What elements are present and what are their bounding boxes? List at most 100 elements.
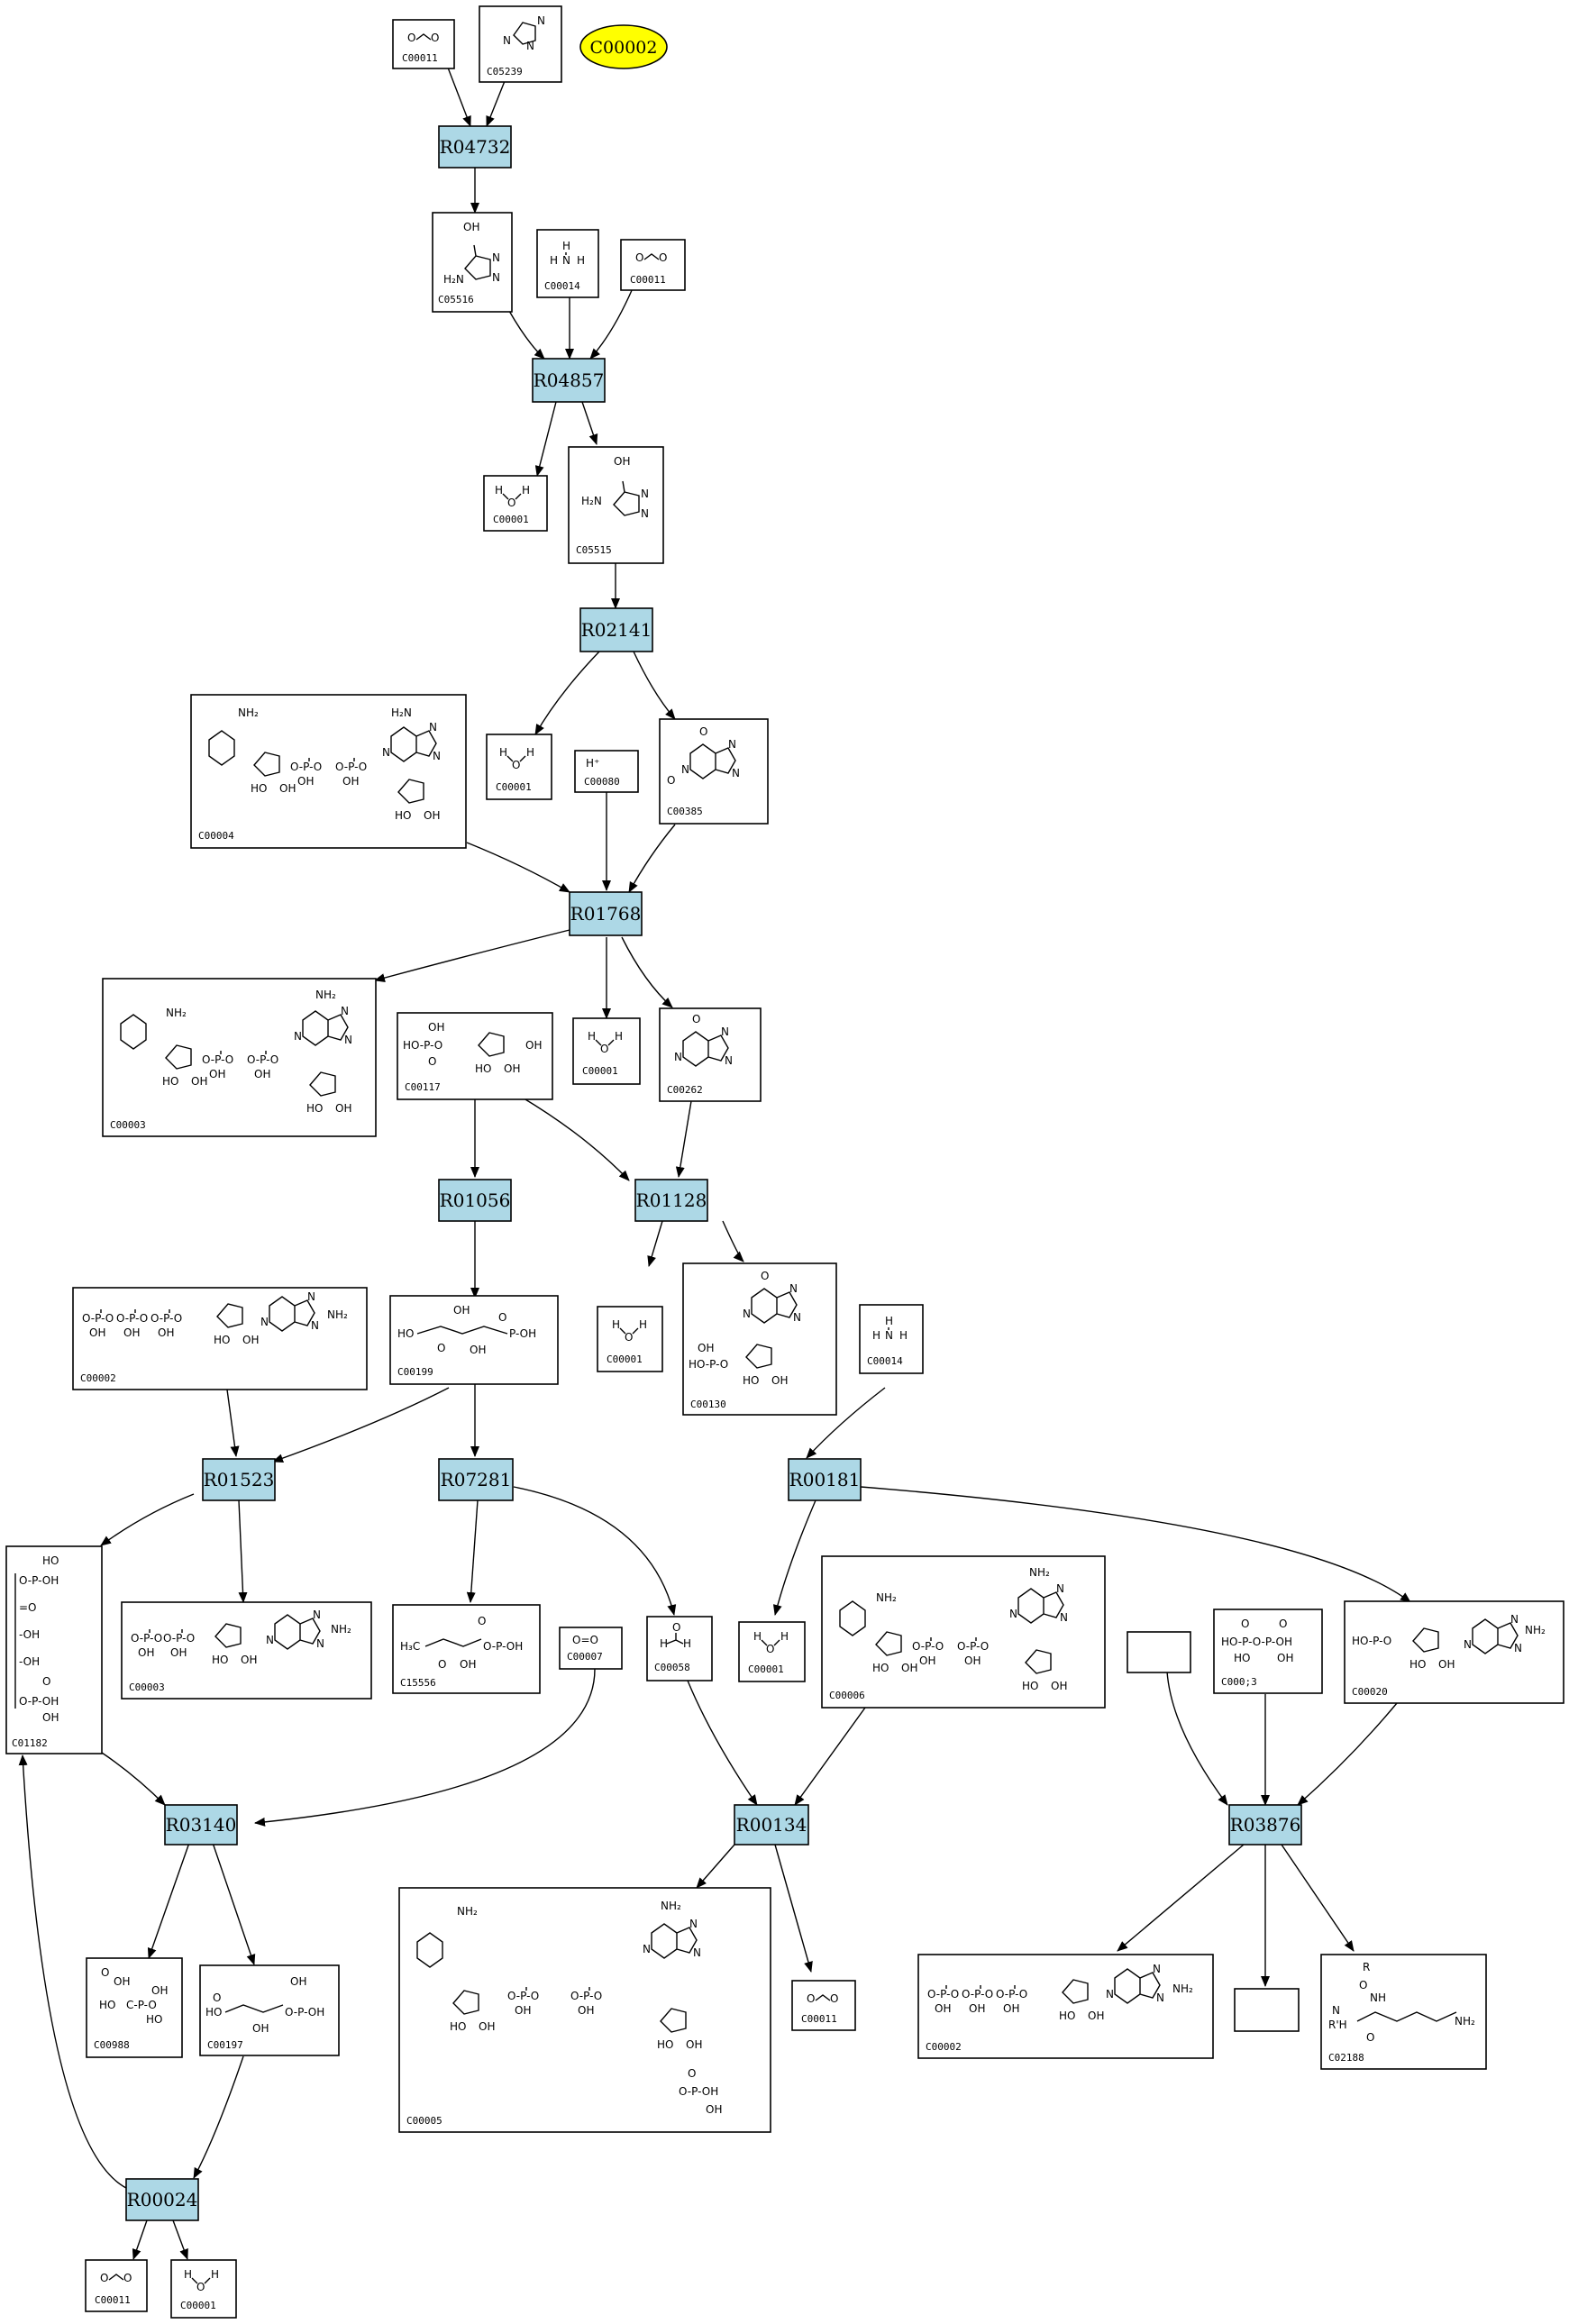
compound-node[interactable]: NH₂ NH₂ C00006 — [821, 1555, 1106, 1709]
compound-node[interactable]: NH₂ C00002 — [72, 1287, 368, 1390]
compound-node[interactable] — [1127, 1631, 1191, 1673]
svg-text:-OH: -OH — [19, 1628, 40, 1641]
edge — [447, 67, 471, 127]
svg-text:H₂N: H₂N — [581, 495, 602, 507]
compound-label: C00197 — [207, 2039, 243, 2051]
reaction-box — [202, 1458, 276, 1501]
compound-label: C000;3 — [1221, 1676, 1257, 1688]
edge — [212, 1842, 256, 1965]
compound-node[interactable]: C00001 — [572, 1017, 641, 1085]
svg-text:H₂N: H₂N — [391, 706, 412, 719]
compound-node[interactable]: O OH HO-P-O C00130 — [682, 1262, 837, 1416]
reaction-label: R04732 — [440, 136, 511, 158]
compound-node[interactable]: OH H₂N C05515 — [568, 446, 664, 564]
reaction-node[interactable]: R02141 — [579, 607, 653, 652]
compound-node[interactable]: R O NH N R'H NH₂ O C02188 — [1320, 1954, 1487, 2070]
compound-node[interactable]: C00001 — [483, 475, 548, 532]
compound-label: C00001 — [493, 514, 529, 525]
compound-node[interactable]: C00001 — [170, 2259, 237, 2319]
compound-node[interactable]: NH₂ C00002 — [917, 1954, 1214, 2059]
svg-text:O: O — [667, 774, 675, 787]
compound-node[interactable]: OH HO-P-O O OH C00117 — [397, 1012, 553, 1100]
compound-node[interactable]: C00001 — [738, 1621, 806, 1682]
compound-box — [568, 446, 664, 564]
edge — [508, 310, 545, 360]
compound-node[interactable]: NH₂ C00003 — [121, 1601, 372, 1700]
compound-node[interactable]: O O HO-P-O-P-OH HO OH C000;3 — [1213, 1609, 1323, 1694]
svg-text:HO: HO — [99, 1999, 115, 2011]
compound-node[interactable]: HO O-P-OH =O -OH -OH O O-P-OH OH C01182 — [5, 1545, 103, 1754]
edge — [100, 1493, 195, 1546]
svg-text:O: O — [42, 1675, 50, 1688]
compound-node[interactable]: O O C00385 — [659, 718, 769, 825]
compound-node[interactable]: O C00262 — [659, 1007, 762, 1102]
svg-text:OH: OH — [460, 1658, 476, 1671]
compound-node[interactable]: NH₂ NH₂ O O-P-OH OH C00005 — [398, 1887, 771, 2133]
reaction-box — [579, 607, 653, 652]
svg-text:OH: OH — [428, 1021, 444, 1034]
reaction-node[interactable]: R01523 — [202, 1458, 276, 1501]
compound-label: C00011 — [801, 2013, 837, 2025]
compound-node[interactable]: HO-P-O NH₂ C00020 — [1344, 1600, 1564, 1704]
reaction-node[interactable]: R00181 — [788, 1458, 862, 1501]
svg-text:O-P-OH: O-P-OH — [19, 1695, 59, 1708]
compound-node[interactable]: C00014 — [536, 229, 599, 298]
reaction-node[interactable]: R00024 — [125, 2178, 199, 2221]
compound-node[interactable]: O H H C00058 — [646, 1616, 713, 1681]
reaction-label: R02141 — [581, 619, 652, 641]
compound-node[interactable]: NH₂ H₂N C00004 — [190, 694, 467, 849]
compound-node[interactable]: C00001 — [597, 1306, 663, 1372]
reaction-node[interactable]: R03876 — [1228, 1804, 1302, 1846]
compound-node[interactable]: OH O HO P-OH O OH C00199 — [389, 1295, 559, 1385]
reaction-box — [734, 1804, 809, 1846]
compound-node[interactable]: OH O HO O-P-OH OH C00197 — [199, 1964, 340, 2056]
compound-node[interactable]: C05239 — [479, 5, 562, 83]
edge — [534, 651, 600, 735]
svg-text:O: O — [672, 1621, 680, 1634]
reaction-box — [634, 1179, 708, 1222]
compound-node[interactable]: O=O C00007 — [559, 1627, 623, 1670]
edge — [520, 1096, 630, 1181]
compound-node[interactable]: O H₃C O-P-OH O OH C15556 — [392, 1604, 541, 1694]
compound-node[interactable]: C00011 — [791, 1980, 856, 2031]
compound-node[interactable]: C00011 — [392, 19, 455, 69]
edge — [374, 929, 570, 982]
reaction-node[interactable]: R04732 — [438, 125, 512, 169]
compound-label: C00003 — [110, 1119, 146, 1131]
edge — [696, 1844, 735, 1889]
svg-text:O: O — [1359, 1979, 1367, 1991]
svg-text:NH₂: NH₂ — [315, 989, 336, 1001]
compound-node[interactable] — [1234, 1988, 1300, 2032]
reaction-label: R04857 — [534, 369, 605, 391]
compound-label: C00988 — [94, 2039, 130, 2051]
edge — [132, 2219, 148, 2260]
svg-text:O-P-OH: O-P-OH — [483, 1640, 523, 1653]
reaction-node[interactable]: R01056 — [438, 1179, 512, 1222]
compound-box — [1320, 1954, 1487, 2070]
compound-node[interactable]: O OH OH HO C-P-O HO C00988 — [86, 1957, 183, 2058]
svg-text:H: H — [683, 1637, 691, 1650]
reaction-node[interactable]: R07281 — [438, 1458, 514, 1501]
compound-node[interactable]: C00011 — [620, 239, 686, 291]
compound-node[interactable]: OH H₂N C05516 — [432, 212, 513, 313]
edge — [772, 1499, 816, 1616]
svg-text:OH: OH — [463, 221, 479, 233]
compound-label: C00001 — [748, 1663, 784, 1675]
compound-node[interactable]: NH₂ NH₂ C00003 — [102, 978, 377, 1137]
reaction-node[interactable]: R03140 — [164, 1804, 238, 1846]
compound-node[interactable]: C00014 — [859, 1304, 924, 1374]
compound-node[interactable]: C00001 — [486, 734, 552, 800]
compound-node[interactable]: H⁺ C00080 — [574, 750, 639, 793]
svg-text:O-P-OH: O-P-OH — [19, 1574, 59, 1587]
compound-label: C00004 — [198, 830, 234, 842]
reaction-node[interactable]: R01768 — [569, 891, 643, 936]
edge — [621, 936, 673, 1008]
svg-text:OH: OH — [151, 1984, 168, 1997]
highlight-node[interactable]: C00002 — [579, 24, 668, 69]
svg-text:O: O — [692, 1013, 700, 1025]
reaction-node[interactable]: R00134 — [734, 1804, 809, 1846]
reaction-node[interactable]: R04857 — [532, 358, 606, 403]
reaction-node[interactable]: R01128 — [634, 1179, 708, 1222]
compound-node[interactable]: C00011 — [85, 2259, 148, 2312]
reaction-label: R01768 — [570, 903, 642, 925]
